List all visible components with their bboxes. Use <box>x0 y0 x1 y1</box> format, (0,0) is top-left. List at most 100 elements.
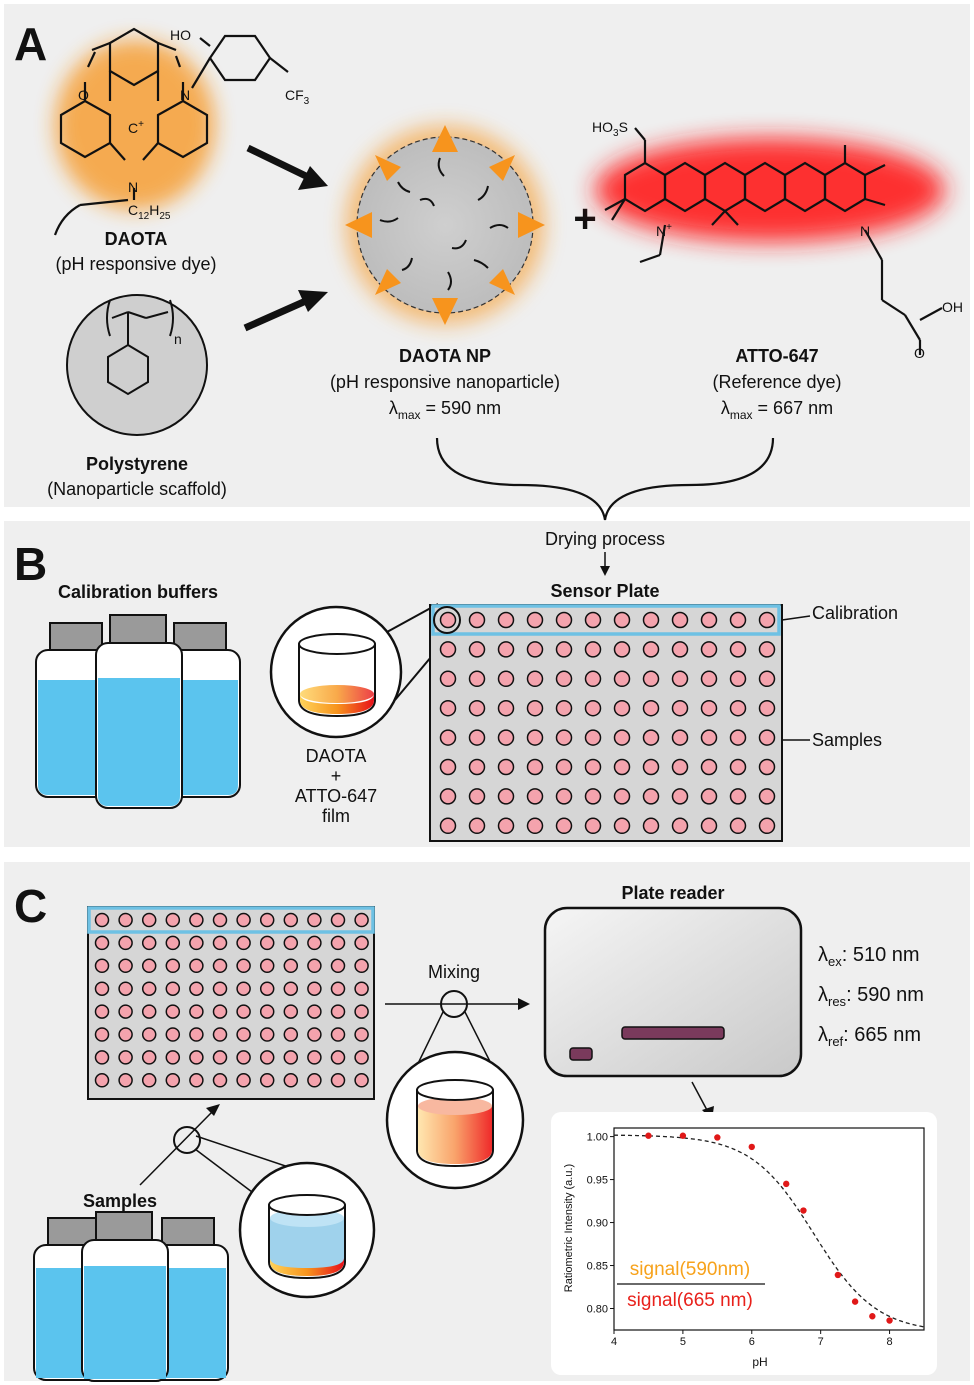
sample-plate-well <box>189 1004 204 1019</box>
sample-plate-well <box>236 1004 251 1019</box>
chart-data-point <box>645 1132 652 1139</box>
plate-reader-slot <box>621 1026 725 1040</box>
sensor-plate-well <box>700 817 718 835</box>
sensor-plate-well <box>700 641 718 658</box>
sample-plate-well <box>307 958 322 974</box>
sensor-plate-well <box>584 729 602 746</box>
sample-plate-well <box>141 981 157 996</box>
sensor-plate-well <box>700 611 718 629</box>
arrow-daota-to-np <box>246 144 328 190</box>
sensor-plate-well <box>497 729 515 746</box>
chart-y-tick-label: 0.95 <box>587 1175 608 1187</box>
sample-plate-well <box>307 935 322 951</box>
sensor-plate-well <box>671 611 689 629</box>
atto-lambda: λmax = 667 nm <box>721 398 833 422</box>
sample-plate-well <box>283 1050 299 1065</box>
sample-plate-well <box>330 1004 346 1019</box>
sensor-plate-well <box>439 641 457 658</box>
plate-reader <box>543 906 803 1078</box>
sample-plate-well <box>118 1050 133 1065</box>
lambda-ex: λex: 510 nm <box>818 944 920 969</box>
sample-plate-well <box>354 981 369 996</box>
sample-plate-well <box>94 1027 110 1042</box>
sample-plate-well <box>212 912 228 928</box>
sample-plate-well <box>236 935 251 951</box>
sensor-plate-well <box>642 641 660 658</box>
sensor-plate-well <box>555 611 573 629</box>
sample-plate-well <box>236 1050 251 1065</box>
sample-plate-well <box>307 1073 322 1088</box>
sensor-plate-well <box>729 641 747 658</box>
chart-fit-curve <box>614 1134 925 1328</box>
sensor-plate-well <box>439 611 457 629</box>
chart-card <box>551 1112 937 1375</box>
sensor-plate-well <box>700 788 718 805</box>
sensor-plate-well <box>526 817 544 835</box>
sensor-plate-well <box>642 817 660 835</box>
sample-plate-well <box>259 912 275 928</box>
sample-plate-well <box>94 935 110 951</box>
sensor-plate-well <box>671 641 689 658</box>
chart-y-tick-label: 0.85 <box>587 1261 608 1273</box>
chart-data-point <box>783 1180 790 1188</box>
np-dye-tails <box>379 157 509 291</box>
daota-ho-label: HO <box>170 27 191 43</box>
sensor-plate-well <box>642 758 660 776</box>
atto-name: ATTO-647 <box>735 346 818 366</box>
ratio-numerator: signal(590nm) <box>630 1259 750 1280</box>
daota-glow <box>55 40 215 210</box>
sample-plate-well <box>165 912 181 928</box>
sensor-plate-well <box>468 817 486 835</box>
sensor-plate-well <box>497 611 515 629</box>
sample-plate-well <box>165 1050 181 1065</box>
sample-plate-well <box>165 981 181 996</box>
sensor-plate-well <box>613 758 631 776</box>
chart-data-point <box>800 1207 807 1214</box>
atto-n1-label: N+ <box>656 222 672 239</box>
sensor-plate-well <box>439 699 457 717</box>
chart-x-tick-label: 7 <box>818 1336 824 1348</box>
arrow-plate-to-reader <box>385 998 530 1010</box>
samples-title-c: Samples <box>83 1191 157 1211</box>
buffer-bottle-middle <box>95 614 183 809</box>
film-well <box>298 633 376 718</box>
arrow-polystyrene-to-np <box>243 290 328 332</box>
sample-plate-well <box>283 912 299 928</box>
sensor-plate <box>429 604 783 842</box>
sample-bottle-middle <box>81 1211 169 1382</box>
ratio-denominator: signal(665 nm) <box>627 1290 753 1311</box>
sample-plate-well <box>212 1004 228 1019</box>
wavelength-list: λex: 510 nm λres: 590 nm λref: 665 nm <box>818 944 924 1049</box>
sample-plate-well <box>118 1004 133 1019</box>
sensor-plate-well <box>439 670 457 688</box>
sample-plate-well <box>307 1027 322 1042</box>
sensor-plate-well <box>700 758 718 776</box>
chart-data-point <box>714 1134 721 1141</box>
sample-plate-well <box>189 1027 204 1042</box>
sensor-plate-well <box>439 817 457 835</box>
sample-plate-well <box>141 935 157 951</box>
sample-plate-well <box>165 958 181 974</box>
film-label-4: film <box>322 806 350 826</box>
sensor-plate-well <box>613 817 631 835</box>
sensor-plate-well <box>729 729 747 746</box>
sensor-plate-well <box>468 641 486 658</box>
sample-plate-well <box>165 935 181 951</box>
np-lambda: λmax = 590 nm <box>389 398 501 422</box>
chart-data-point <box>748 1143 755 1151</box>
sample-zoom-ring <box>173 1126 201 1154</box>
sensor-plate-well <box>758 699 776 717</box>
sample-plate-well <box>283 1027 299 1042</box>
sample-plate-well <box>189 958 204 974</box>
sensor-plate-well <box>526 611 544 629</box>
sensor-plate-well <box>729 817 747 835</box>
sensor-plate-well <box>671 729 689 746</box>
sample-plate-well <box>330 981 346 996</box>
sample-plate-well <box>283 1004 299 1019</box>
sensor-plate-wells <box>439 611 776 835</box>
sensor-plate-well <box>671 758 689 776</box>
daota-c-label: C+ <box>128 119 144 136</box>
sample-plate-well <box>189 1073 204 1088</box>
chart-x-tick-label: 6 <box>749 1336 755 1348</box>
